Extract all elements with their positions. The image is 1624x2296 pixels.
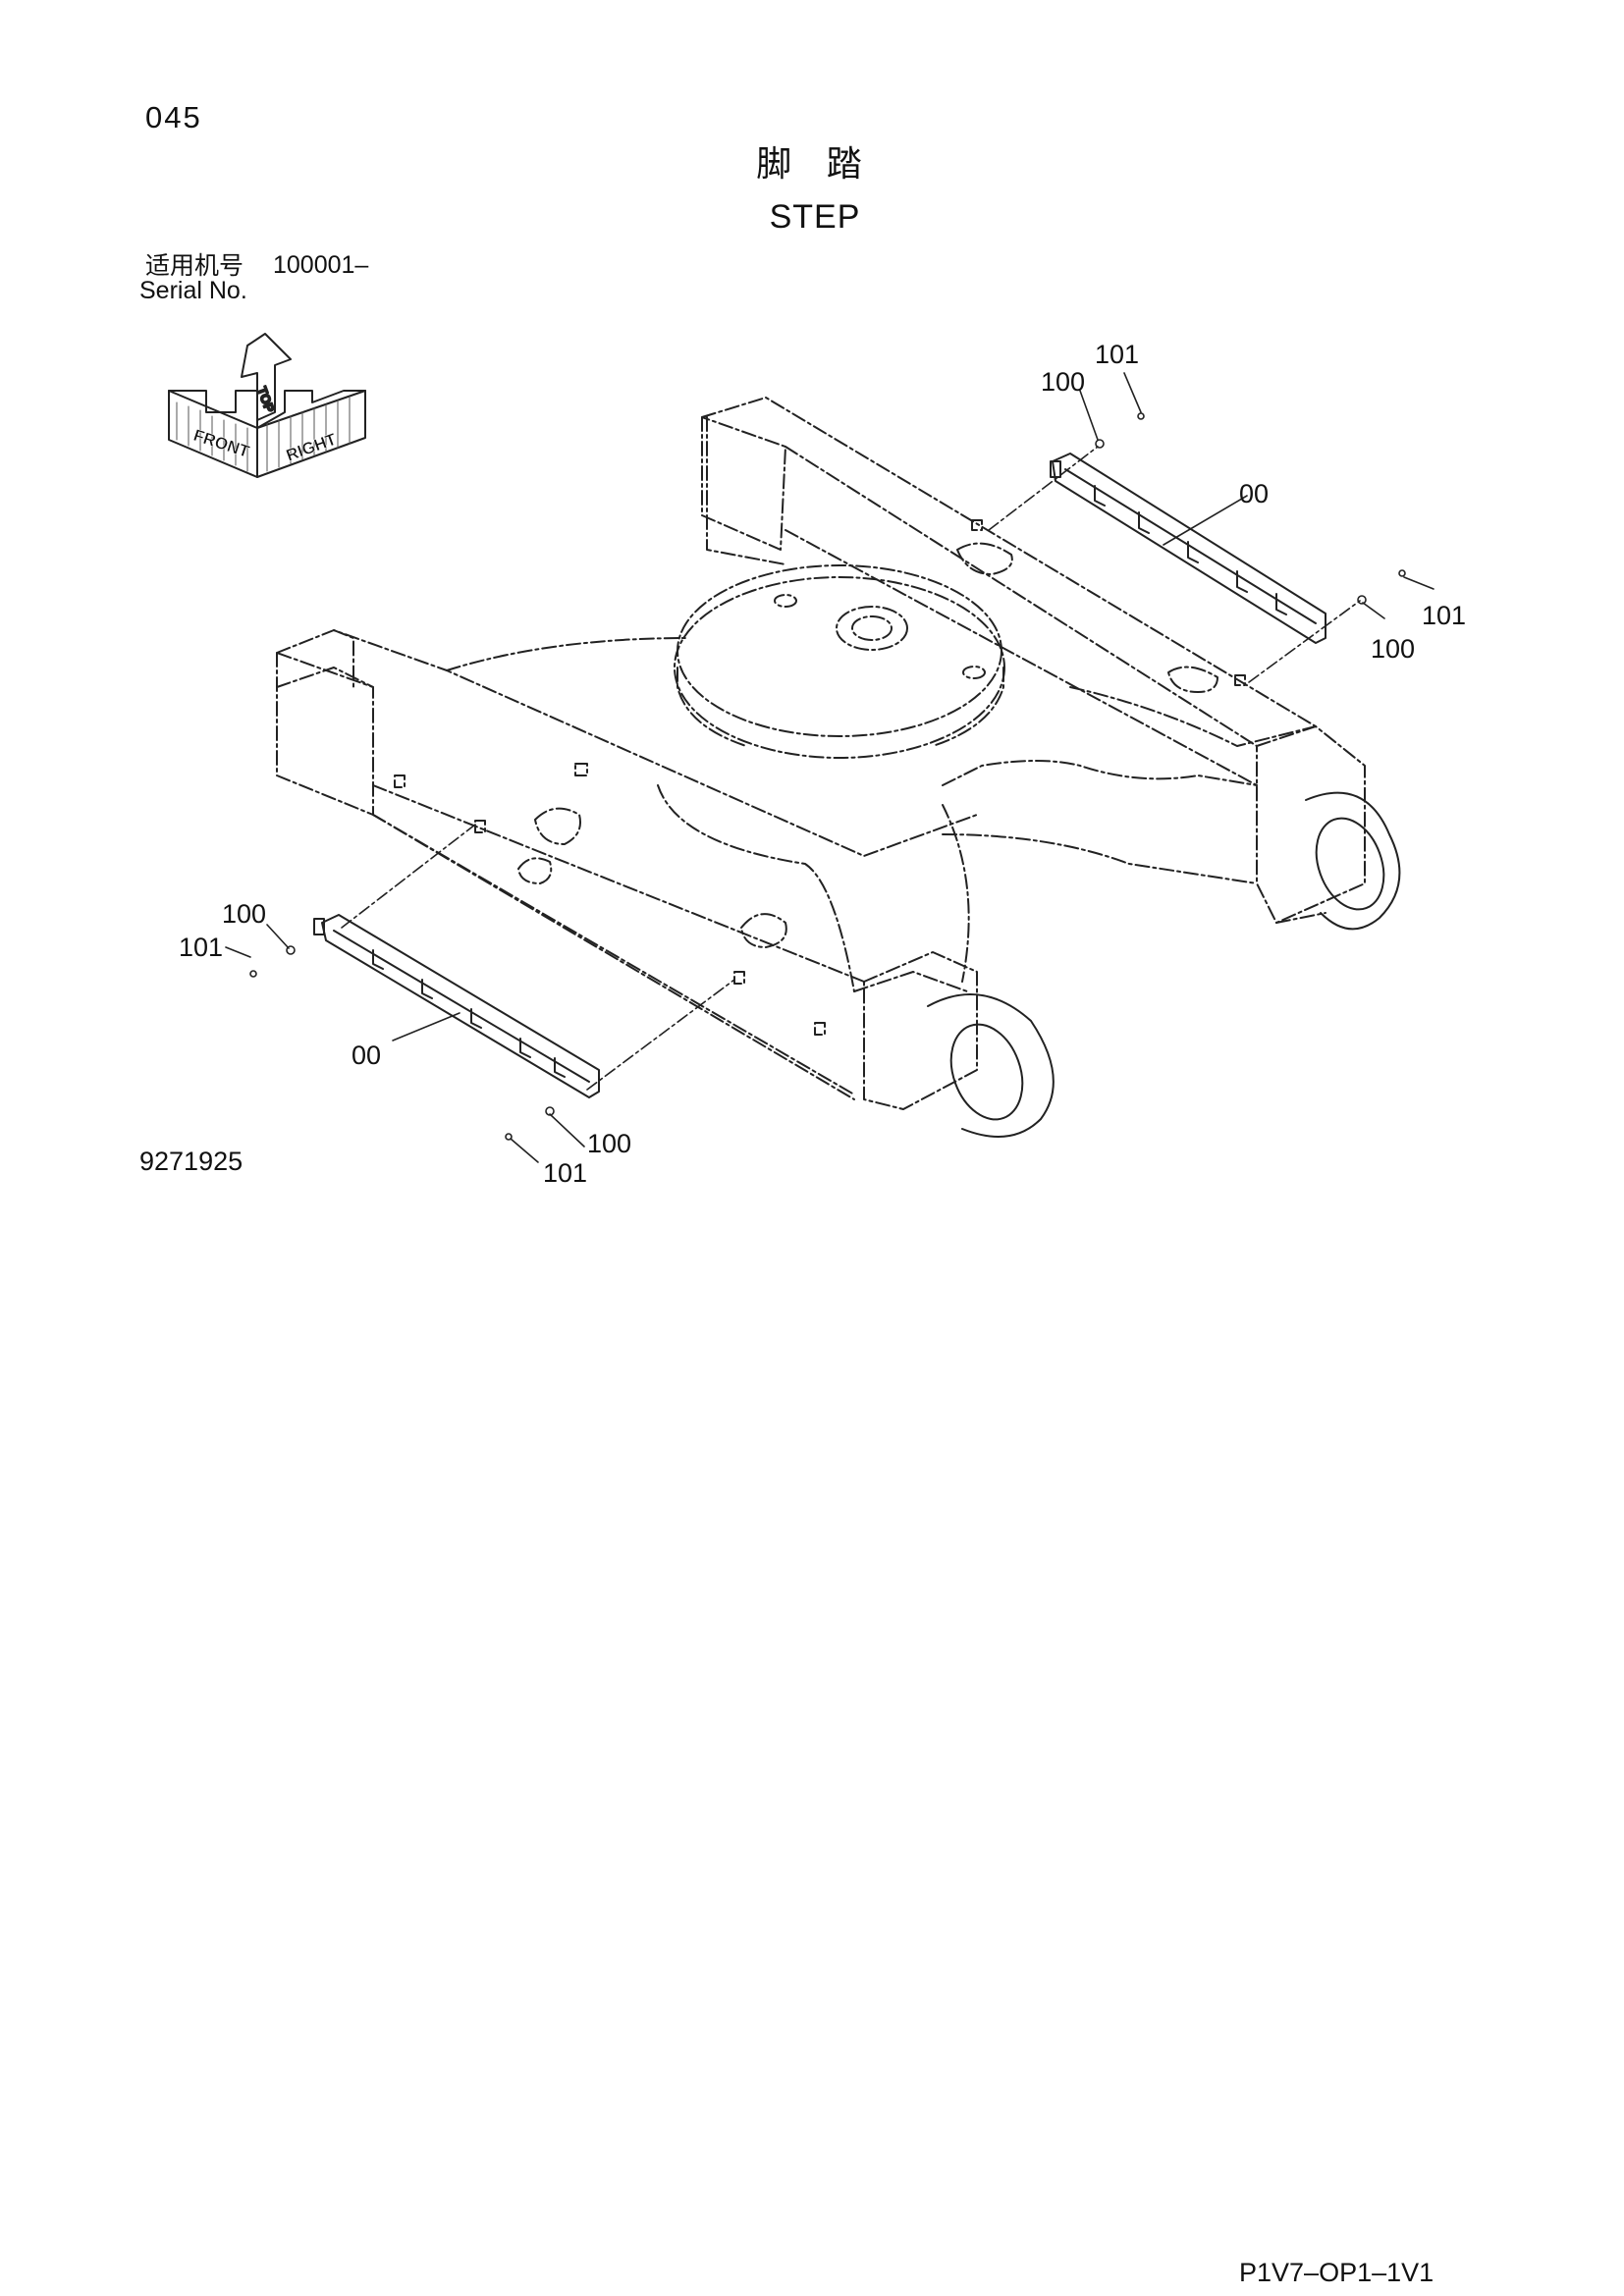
leader-lines (225, 372, 1435, 1163)
callout-00-lower-step: 00 (352, 1041, 382, 1070)
callout-100-right-washer: 100 (1371, 634, 1416, 664)
track-frame (276, 397, 1366, 1110)
orientation-right-label: RIGHT (284, 430, 340, 465)
callout-100-left-washer: 100 (222, 899, 267, 929)
page-title-english: STEP (769, 198, 861, 236)
serial-label-english: Serial No. (139, 277, 247, 304)
swing-bearing (674, 564, 1005, 759)
callout-101-left-bolt: 101 (179, 933, 224, 962)
serial-label-chinese: 适用机号 (145, 251, 244, 280)
callout-101-upper-bolt: 101 (1095, 340, 1140, 369)
callout-101-lower-bolt: 101 (543, 1158, 588, 1188)
callout-100-lower-washer: 100 (587, 1129, 632, 1158)
callout-101-right-bolt: 101 (1422, 601, 1467, 630)
document-code: P1V7–OP1–1V1 (1239, 2258, 1435, 2287)
center-joint (836, 606, 908, 651)
beam-cutouts (394, 519, 1246, 1036)
idler-wheels (927, 791, 1401, 1138)
callout-100-upper-washer: 100 (1041, 367, 1086, 397)
step-upper-right (1050, 453, 1326, 644)
orientation-up-arrow (241, 333, 292, 421)
orientation-glyph: FRONT RIGHT TOP (168, 333, 366, 478)
callout-00-upper-step: 00 (1239, 479, 1270, 508)
page-title-chinese: 脚 踏 (756, 144, 874, 185)
fastener-lines (341, 446, 1361, 1091)
orientation-front-label: FRONT (191, 426, 252, 461)
serial-number-value: 100001– (273, 251, 369, 279)
step-lower-left (313, 914, 600, 1098)
drawing-number: 9271925 (139, 1147, 244, 1176)
fasteners (249, 412, 1406, 1141)
page-number: 045 (145, 100, 202, 134)
